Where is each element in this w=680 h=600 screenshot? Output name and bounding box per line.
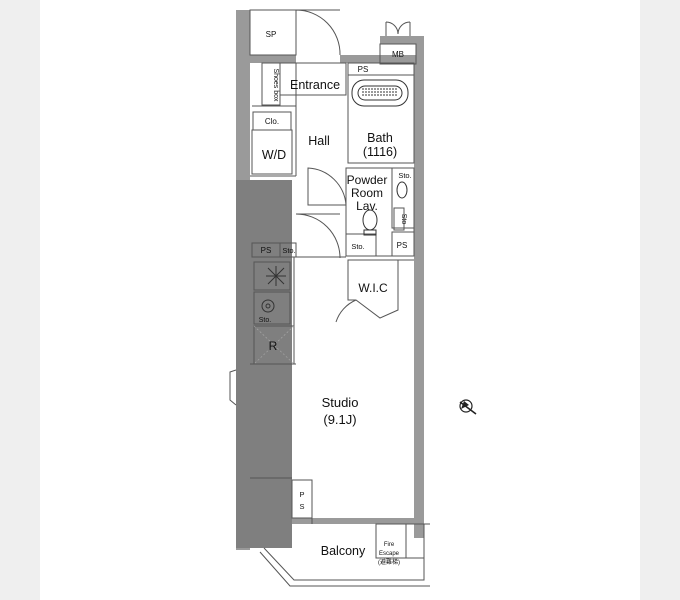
label-fire-escape-3: (避難梯): [378, 558, 400, 566]
label-fridge: R: [269, 339, 278, 353]
label-ps-left: PS: [261, 246, 272, 255]
label-wic: W.I.C: [358, 281, 388, 295]
label-bath-size: (1116): [363, 145, 397, 159]
toilet-icon: [362, 209, 378, 236]
label-shoes-box: Shoes box: [272, 68, 279, 102]
label-powder-1: Powder: [347, 173, 388, 187]
label-sto-mid: Sto.: [351, 242, 364, 251]
bathtub-icon: [351, 79, 409, 107]
label-bath: Bath: [367, 131, 393, 145]
wall-balcony-top: [292, 518, 424, 524]
label-ps-bottom-1: P: [299, 490, 304, 499]
label-hall: Hall: [308, 134, 330, 148]
label-sto-vertical: Sto: [400, 214, 407, 225]
label-sto-right: Sto.: [398, 171, 411, 180]
label-studio: Studio: [322, 395, 359, 410]
label-fire-escape-1: Fire: [384, 542, 395, 548]
label-clo: Clo.: [265, 117, 279, 126]
label-sp: SP: [266, 30, 277, 39]
sink-icon: [261, 299, 275, 313]
wall-top-right: [340, 55, 424, 63]
stove-icon: [266, 266, 286, 286]
washbasin-icon: [396, 181, 408, 199]
label-balcony: Balcony: [321, 544, 366, 558]
label-wd: W/D: [262, 148, 286, 162]
wall-top-left: [236, 55, 296, 63]
label-powder-3: Lav.: [356, 199, 378, 213]
label-ps-mid: PS: [397, 241, 408, 250]
interior-lines: [229, 9, 430, 587]
label-entrance: Entrance: [290, 78, 340, 92]
label-fire-escape-2: Escape: [379, 551, 400, 557]
label-ps-bottom-2: S: [299, 502, 304, 511]
label-sto-left: Sto.: [282, 246, 295, 255]
wall-mb: [380, 36, 424, 44]
fridge-icon: [253, 325, 295, 365]
wall-mb-right: [416, 36, 424, 64]
floor-plan-sheet: SP MB PS Shoes box Entrance Clo. Hall W/…: [40, 0, 640, 600]
floor-plan: SP MB PS Shoes box Entrance Clo. Hall W/…: [229, 9, 477, 587]
label-mb: MB: [392, 50, 404, 59]
compass-icon: [459, 399, 477, 415]
room-labels: SP MB PS Shoes box Entrance Clo. Hall W/…: [259, 30, 412, 566]
label-studio-size: (9.1J): [323, 412, 356, 427]
label-ps-top: PS: [358, 65, 369, 74]
label-sto-kitchen: Sto.: [259, 317, 272, 324]
wall-right: [414, 60, 424, 538]
label-powder-2: Room: [351, 186, 383, 200]
